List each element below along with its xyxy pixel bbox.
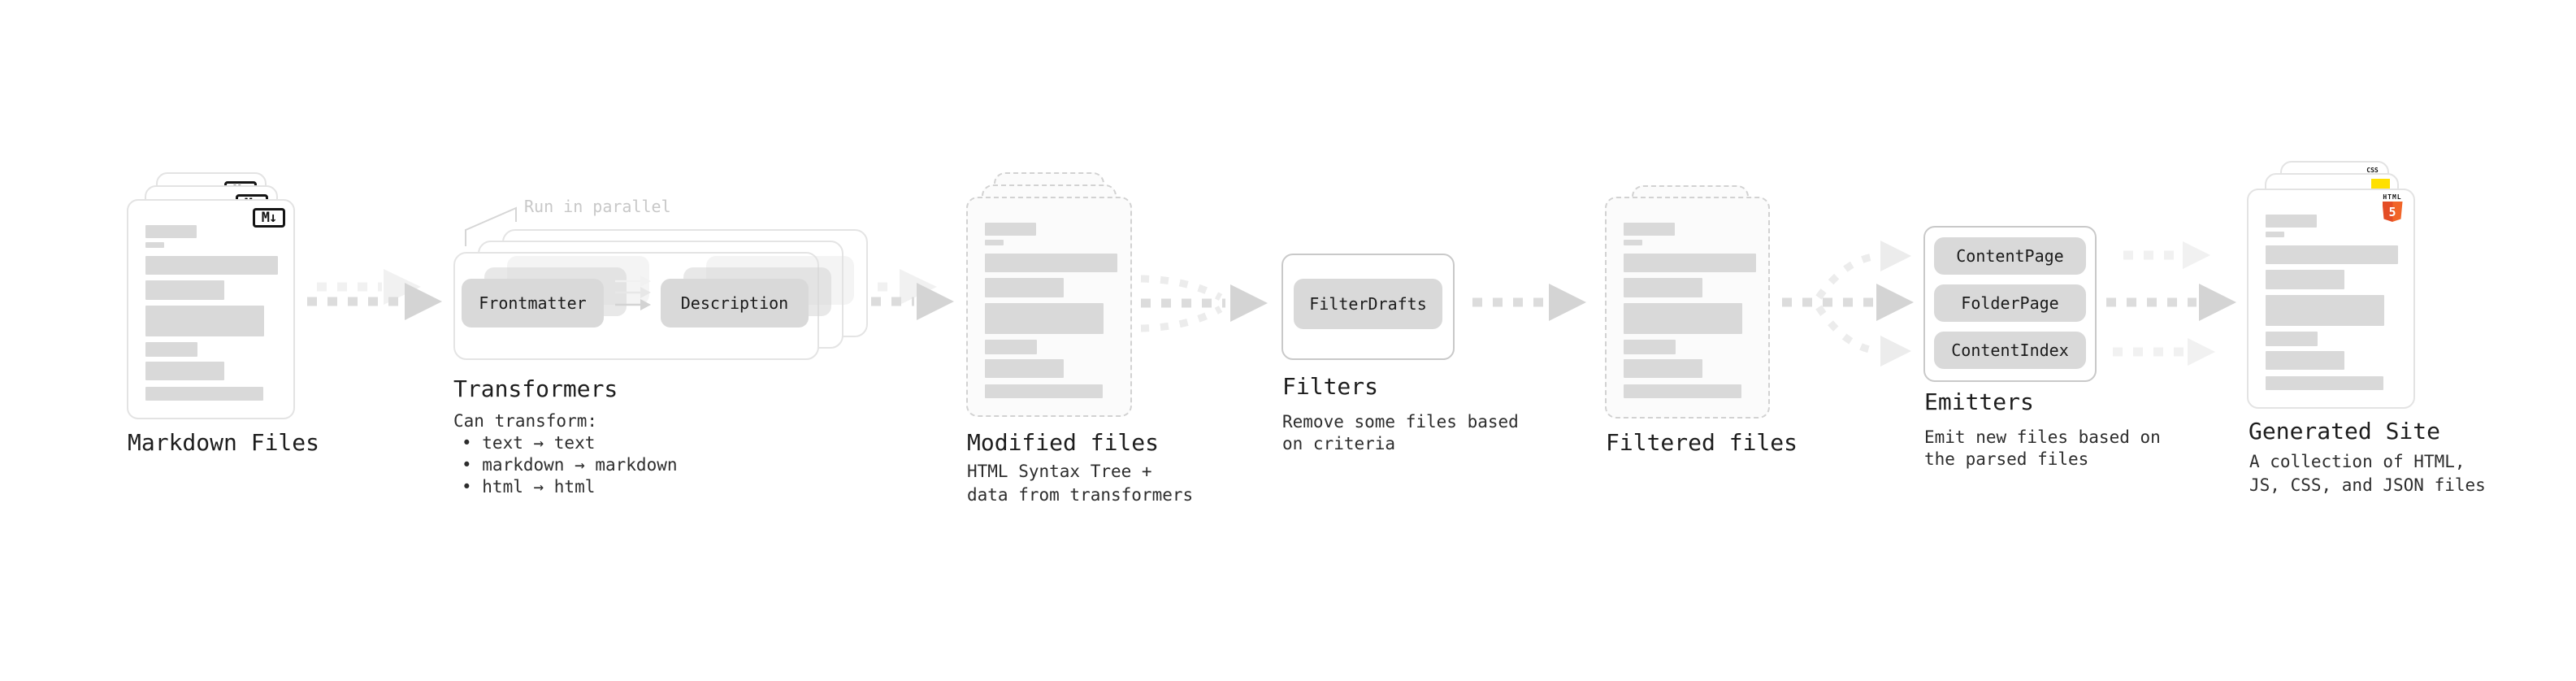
contentindex-pill: ContentIndex xyxy=(1934,332,2086,369)
caption-line: the parsed files xyxy=(1924,449,2089,469)
bullet-line: • text → text xyxy=(462,433,596,453)
generated-doc-html: HTML 5 xyxy=(2247,189,2415,409)
run-in-parallel-label: Run in parallel xyxy=(524,197,671,216)
caption-line: data from transformers xyxy=(967,485,1194,505)
caption-line: HTML Syntax Tree + xyxy=(967,462,1152,481)
skeleton-line xyxy=(2266,232,2284,237)
arrow-filters-to-filtered xyxy=(1472,284,1586,321)
skeleton-line xyxy=(2266,215,2317,228)
filters-caption: Remove some files based on criteria xyxy=(1282,411,1519,455)
skeleton-line xyxy=(2266,245,2398,264)
skeleton-line xyxy=(1624,278,1702,297)
markdown-files-title: Markdown Files xyxy=(128,429,320,456)
skeleton-line xyxy=(1624,254,1756,272)
skeleton-line xyxy=(985,240,1004,245)
skeleton-line xyxy=(1624,340,1676,354)
skeleton-line xyxy=(145,387,263,401)
caption-line: JS, CSS, and JSON files xyxy=(2249,475,2486,495)
skeleton-line xyxy=(1624,303,1742,334)
filtered-doc-front xyxy=(1605,197,1770,419)
skeleton-line xyxy=(985,223,1036,236)
skeleton-line xyxy=(985,278,1064,297)
skeleton-line xyxy=(145,280,224,300)
skeleton-line xyxy=(2266,376,2383,390)
js-file-icon xyxy=(2371,179,2390,189)
arrow-emitters-to-generated xyxy=(2106,241,2236,366)
doc-skeleton xyxy=(968,198,1130,398)
skeleton-line xyxy=(2266,332,2318,346)
filters-title: Filters xyxy=(1282,373,1379,400)
skeleton-line xyxy=(145,362,224,380)
transformers-caption: Can transform: • text → text • markdown … xyxy=(453,410,678,498)
emitters-title: Emitters xyxy=(1924,388,2034,415)
filterdrafts-pill: FilterDrafts xyxy=(1294,279,1442,329)
skeleton-line xyxy=(145,306,264,336)
skeleton-line xyxy=(2266,270,2344,289)
modified-files-title: Modified files xyxy=(967,429,1160,456)
modified-doc-front xyxy=(966,197,1132,417)
caption-line: A collection of HTML, xyxy=(2249,452,2465,471)
emitters-caption: Emit new files based on the parsed files xyxy=(1924,427,2161,471)
doc-skeleton xyxy=(1607,198,1768,398)
generated-site-title: Generated Site xyxy=(2249,418,2441,445)
html5-shield: 5 xyxy=(2382,202,2403,222)
skeleton-line xyxy=(985,384,1103,398)
skeleton-line xyxy=(985,303,1104,334)
caption-line: Can transform: xyxy=(453,411,598,431)
skeleton-line xyxy=(985,340,1037,354)
doc-skeleton xyxy=(128,201,293,401)
markdown-logo-icon: M↓ xyxy=(253,208,285,228)
generated-site-caption: A collection of HTML, JS, CSS, and JSON … xyxy=(2249,450,2486,497)
caption-line: on criteria xyxy=(1282,434,1396,453)
skeleton-line xyxy=(145,225,197,238)
skeleton-line xyxy=(2266,295,2384,326)
transformers-title: Transformers xyxy=(453,375,618,402)
folderpage-pill: FolderPage xyxy=(1934,284,2086,322)
markdown-doc-front: M↓ xyxy=(127,199,295,419)
skeleton-line xyxy=(985,254,1117,272)
doc-skeleton xyxy=(2249,190,2413,390)
skeleton-line xyxy=(145,242,164,248)
skeleton-line xyxy=(1624,223,1675,236)
html5-logo-icon: HTML 5 xyxy=(2382,194,2403,222)
skeleton-line xyxy=(1624,240,1642,245)
caption-line: Remove some files based xyxy=(1282,412,1519,432)
arrow-markdown-to-transformers xyxy=(307,269,442,320)
arrow-filtered-to-emitters-split xyxy=(1782,241,1914,367)
skeleton-line xyxy=(1624,359,1702,378)
bullet-line: • html → html xyxy=(462,477,596,497)
bullet-line: • markdown → markdown xyxy=(462,455,678,475)
skeleton-line xyxy=(2266,351,2344,370)
frontmatter-pill: Frontmatter xyxy=(462,279,604,327)
skeleton-line xyxy=(1624,384,1741,398)
skeleton-line xyxy=(145,256,278,275)
arrow-modified-to-filters-merge xyxy=(1140,275,1268,332)
description-pill: Description xyxy=(661,279,809,327)
caption-line: Emit new files based on xyxy=(1924,427,2161,447)
contentpage-pill: ContentPage xyxy=(1934,237,2086,275)
filtered-files-title: Filtered files xyxy=(1606,429,1798,456)
skeleton-line xyxy=(145,342,197,357)
modified-files-caption: HTML Syntax Tree + data from transformer… xyxy=(967,460,1193,507)
skeleton-line xyxy=(985,359,1064,378)
